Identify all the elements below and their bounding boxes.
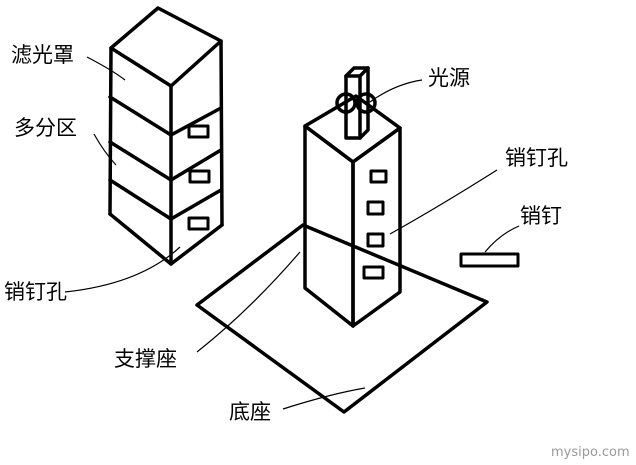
watermark: mysipo.com [551, 445, 630, 460]
label-multi-zone: 多分区 [14, 116, 77, 140]
light-source [335, 66, 377, 140]
label-pin: 销钉 [520, 204, 562, 228]
leader-filter-cover [86, 56, 126, 81]
label-filter-cover: 滤光罩 [11, 43, 74, 67]
stack-pin-holes [187, 124, 211, 231]
label-support-base: 支撑座 [114, 347, 177, 371]
leader-bottom-base [282, 387, 366, 410]
label-bottom-base: 底座 [229, 400, 271, 424]
leader-multi-zone [93, 133, 117, 166]
base-plate [195, 223, 489, 414]
label-pin-hole-right: 销钉孔 [505, 146, 568, 170]
filter-stack [108, 6, 224, 266]
leader-support-base [196, 251, 301, 353]
label-pin-hole-left: 销钉孔 [4, 280, 67, 304]
leader-pin-hole-right [389, 169, 498, 235]
leader-pin [484, 225, 520, 253]
pillar-pin-holes [362, 169, 388, 280]
label-light-source: 光源 [428, 66, 470, 90]
leader-pin-hole-left [64, 246, 181, 293]
support-pillar [303, 94, 402, 328]
leader-light-source [369, 79, 423, 103]
loose-pin [459, 252, 520, 268]
